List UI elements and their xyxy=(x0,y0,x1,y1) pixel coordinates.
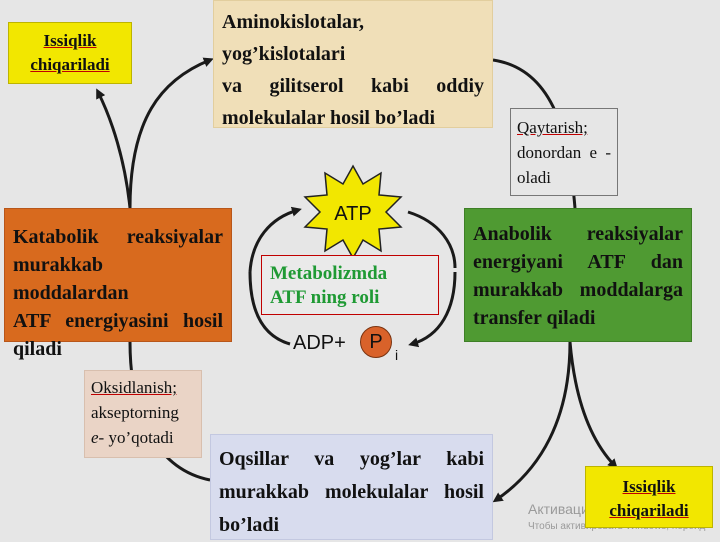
oxidation-electron: e- xyxy=(91,428,105,447)
simple-molecules-line2: va gilitserol kabi oddiy xyxy=(222,75,484,97)
heat-release-top-line1: Issiqlik xyxy=(43,31,97,50)
anabolic-box: Anabolik reaksiyalar energiyani ATF dan … xyxy=(464,208,692,342)
simple-molecules-line3: molekulalar hosil bo’ladi xyxy=(222,107,436,129)
heat-release-bottom-box: Issiqlik chiqariladi xyxy=(585,466,713,528)
arrow-right-to-bottom xyxy=(492,341,572,503)
arrow-left-to-top xyxy=(128,57,214,209)
arrow-to-heat-top xyxy=(96,88,132,209)
reduction-line1: Qaytarish; xyxy=(517,118,588,137)
oxidation-line1: Oksidlanish; xyxy=(91,378,177,397)
arrow-to-heat-bottom xyxy=(568,341,618,469)
complex-molecules-box: Oqsillar va yog’lar kabi murakkab moleku… xyxy=(210,434,493,540)
atp-label: ATP xyxy=(334,203,371,225)
heat-release-top-box: Issiqlik chiqariladi xyxy=(8,22,132,84)
oxidation-box: Oksidlanish; akseptorning e- yo’qotadi xyxy=(84,370,202,458)
catabolic-box: Katabolik reaksiyalar murakkab moddalard… xyxy=(4,208,232,360)
heat-release-top-line2: chiqariladi xyxy=(30,55,110,74)
complex-molecules-line1: Oqsillar va yog’lar kabi xyxy=(219,448,484,470)
watermark-line1: Активация xyxy=(528,501,597,517)
reduction-box: Qaytarish; donordan e - oladi xyxy=(510,108,618,196)
simple-molecules-line1: Aminokislotalar, yog’kislotalari xyxy=(222,11,365,65)
arrow-atp-to-right xyxy=(407,210,457,269)
catabolic-line1: Katabolik reaksiyalar xyxy=(13,226,223,248)
heat-release-bottom-line1: Issiqlik xyxy=(622,477,676,496)
anabolic-line2: energiyani ATF dan xyxy=(473,251,683,273)
oxidation-line2: akseptorning xyxy=(91,403,179,422)
anabolic-line4: transfer qiladi xyxy=(473,307,596,329)
simple-molecules-box: Aminokislotalar, yog’kislotalari va gili… xyxy=(213,0,493,129)
complex-molecules-line2: murakkab molekulalar hosil xyxy=(219,481,484,503)
catabolic-line4: qiladi xyxy=(13,338,62,360)
arrow-left-to-atp xyxy=(248,206,302,273)
arrow-right-to-adp xyxy=(408,271,457,348)
phosphate-subscript: i xyxy=(395,347,399,363)
catabolic-line3: ATF energiyasini hosil xyxy=(13,310,223,332)
heat-release-bottom-line2: chiqariladi xyxy=(609,501,689,520)
center-title-box: Metabolizmda ATF ning roli xyxy=(261,255,439,315)
adp-label: ADP+ xyxy=(293,332,346,354)
reduction-line2: donordan e - xyxy=(517,143,611,162)
phosphate-label: P xyxy=(369,331,383,353)
arrow-adp-to-left xyxy=(248,271,291,346)
anabolic-line3: murakkab moddalarga xyxy=(473,279,683,301)
reduction-line3: oladi xyxy=(517,168,551,187)
anabolic-line1: Anabolik reaksiyalar xyxy=(473,223,683,245)
oxidation-line3: e- yo’qotadi xyxy=(91,425,195,450)
center-title-line1: Metabolizmda xyxy=(270,263,388,284)
catabolic-line2: murakkab moddalardan xyxy=(13,254,129,304)
oxidation-line3-rest: yo’qotadi xyxy=(104,428,174,447)
center-title-line2: ATF ning roli xyxy=(270,287,380,308)
complex-molecules-line3: bo’ladi xyxy=(219,514,280,536)
phosphate-circle: P xyxy=(360,326,392,358)
